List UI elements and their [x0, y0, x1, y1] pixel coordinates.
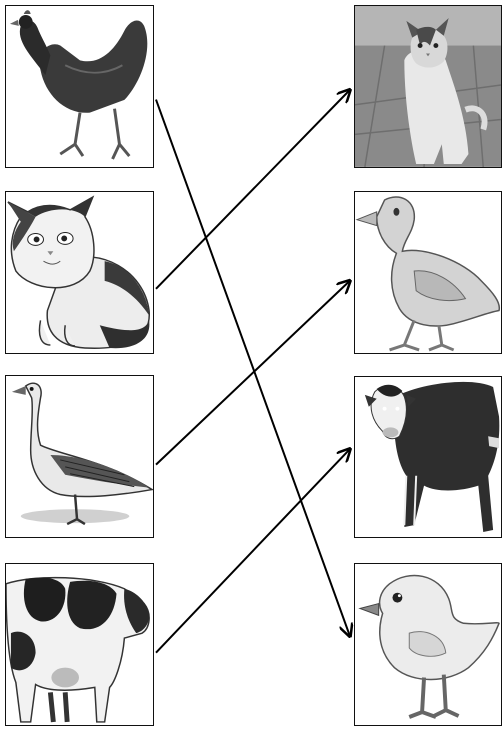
card-goose[interactable] [5, 375, 154, 538]
card-calf[interactable] [354, 376, 502, 538]
goose-drawing-icon [6, 376, 153, 537]
card-kitten[interactable] [354, 5, 502, 168]
connector-group [155, 90, 350, 654]
cow-drawing-icon [6, 564, 153, 725]
calf-drawing-icon [355, 377, 501, 537]
arrow-L3-to-R2 [155, 281, 350, 466]
arrow-L2-to-R1 [155, 90, 350, 290]
chick-drawing-icon [355, 564, 501, 725]
card-cat[interactable] [5, 191, 154, 354]
duckling-drawing-icon [355, 192, 501, 353]
arrow-L4-to-R3 [155, 449, 350, 654]
card-cow[interactable] [5, 563, 154, 726]
cat-drawing-icon [6, 192, 153, 353]
card-hen[interactable] [5, 5, 154, 168]
kitten-photo-icon [355, 6, 501, 167]
card-chick[interactable] [354, 563, 502, 726]
arrow-L1-to-R4 [155, 99, 350, 637]
card-duckling[interactable] [354, 191, 502, 354]
hen-photo-icon [6, 6, 153, 167]
